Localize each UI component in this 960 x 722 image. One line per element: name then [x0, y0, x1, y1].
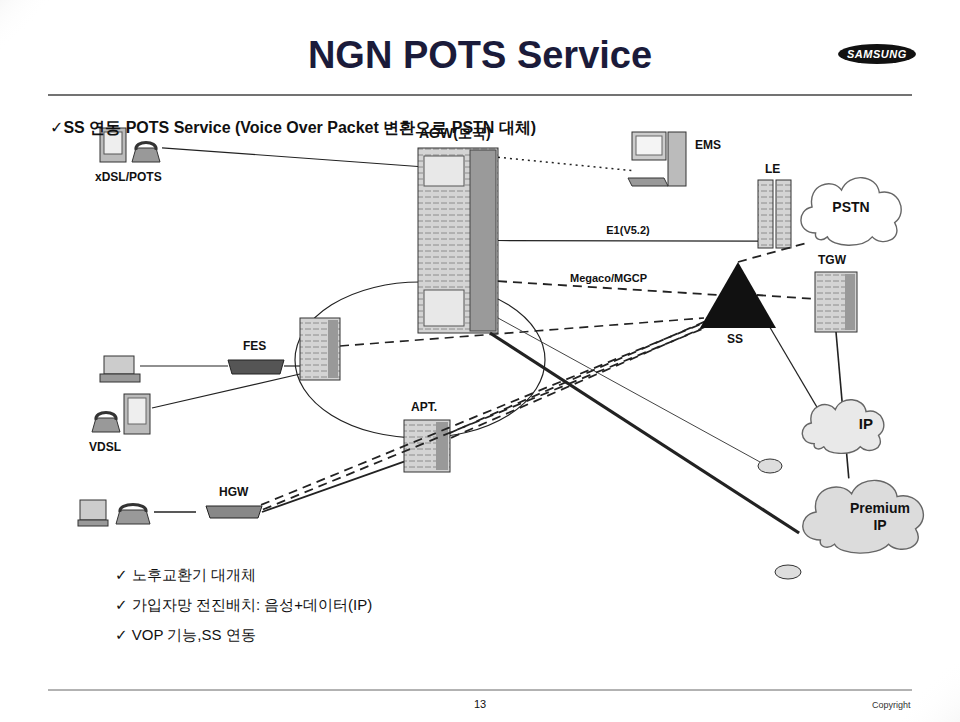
corner-shade	[0, 0, 70, 70]
connector-line	[263, 327, 707, 510]
title-rule	[48, 94, 912, 96]
page-number: 13	[474, 698, 486, 710]
node-label: LE	[764, 162, 781, 177]
connector-line	[498, 157, 632, 170]
network-cloud: Premium IP	[792, 470, 934, 554]
connector-line	[261, 322, 705, 505]
node-label: Premium IP	[849, 500, 911, 534]
corner-shade	[870, 632, 960, 722]
node-label: TGW	[817, 253, 847, 268]
connector-line	[768, 325, 819, 411]
wire	[154, 511, 196, 513]
connector	[768, 325, 819, 411]
connector	[757, 295, 815, 299]
le-rack	[758, 180, 791, 248]
connector-line	[498, 240, 758, 242]
connector	[738, 242, 810, 262]
brand-logo: SAMSUNG	[838, 44, 916, 64]
signal-wire	[340, 318, 704, 346]
remote-unit	[300, 318, 340, 380]
cloud-outline	[803, 480, 924, 553]
triangle-outline	[700, 262, 776, 328]
fes-device	[228, 360, 284, 374]
agw-rack	[418, 148, 498, 333]
copyright-note: Copyright	[872, 700, 911, 710]
cloud-outline	[801, 178, 901, 246]
hgw-device	[206, 506, 262, 518]
phone-monitor-icon	[92, 394, 150, 434]
bullet-text: ✓ 가입자망 전진배치: 음성+데이터(IP)	[115, 596, 372, 615]
node-label: HGW	[218, 485, 249, 500]
network-cloud: PSTN	[792, 168, 910, 246]
connector-line	[490, 333, 799, 533]
connector-line	[738, 242, 810, 262]
exchange-rack: LE	[758, 180, 792, 248]
wire	[152, 374, 300, 408]
ems-workstation	[628, 132, 686, 186]
connector-line	[162, 148, 418, 167]
gateway-rack: TGW	[815, 272, 857, 332]
connector-line	[757, 295, 815, 299]
slide-title: NGN POTS Service	[0, 34, 960, 77]
bullet-text: ✓ 노후교환기 대개체	[115, 566, 256, 585]
connector	[490, 333, 799, 533]
wire	[498, 318, 760, 462]
wire	[284, 365, 300, 366]
softswitch-triangle: SS	[700, 262, 776, 328]
node-label: SS	[726, 332, 744, 347]
terminal-icon: VDSL	[90, 392, 152, 436]
connector	[262, 462, 404, 512]
connector	[498, 240, 758, 242]
gateway-rack: AGW(모국)	[418, 148, 498, 333]
cloud-text-area: PSTN	[792, 168, 910, 246]
network-cloud: IP	[795, 392, 891, 454]
bullet-text: ✓ VOP 기능,SS 연동	[115, 626, 256, 645]
connector	[498, 157, 632, 170]
connector-label: E1(V5.2)	[604, 223, 651, 237]
pc-phone-icon	[78, 500, 150, 526]
apartment-rack: APT.	[404, 420, 450, 472]
apt-rack	[404, 420, 450, 472]
tgw-rack	[815, 272, 857, 332]
server-icon: EMS	[632, 130, 688, 188]
cloud-text-area: Premium IP	[792, 470, 934, 554]
switch-icon: FES	[228, 358, 284, 376]
node-label: IP	[859, 415, 873, 432]
footer-rule	[48, 690, 912, 691]
cloud-text-area: IP	[795, 392, 891, 454]
wire	[140, 365, 228, 366]
connector-line	[262, 462, 404, 512]
node-label: EMS	[694, 138, 722, 153]
connector	[162, 148, 418, 167]
subtitle: ✓SS 연동 POTS Service (Voice Over Packet 변…	[50, 118, 536, 139]
node-label: PSTN	[832, 199, 869, 215]
node-label: APT.	[410, 400, 438, 415]
pc-icon	[100, 356, 140, 382]
cloud-outline	[802, 400, 884, 454]
node-label: FES	[242, 339, 267, 354]
gateway-device: HGW	[206, 504, 262, 520]
node-label: xDSL/POTS	[94, 170, 163, 185]
connector	[261, 322, 707, 509]
cloud-outline	[795, 392, 891, 454]
triangle-outline	[700, 262, 776, 328]
connector-label: Megaco/MGCP	[568, 271, 649, 285]
node-label: VDSL	[88, 440, 122, 455]
connector	[449, 319, 712, 438]
